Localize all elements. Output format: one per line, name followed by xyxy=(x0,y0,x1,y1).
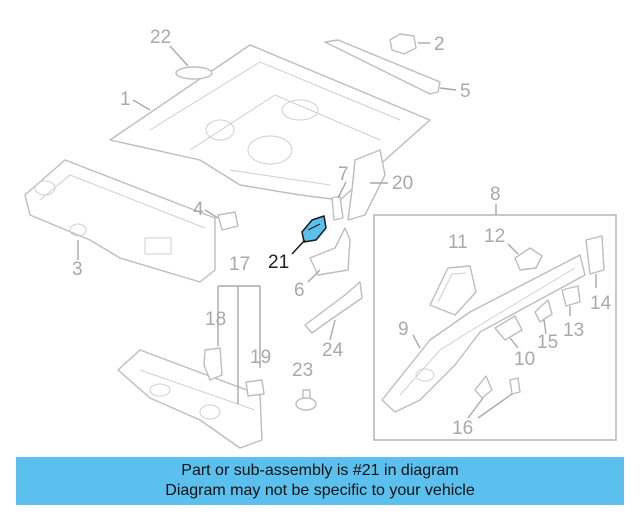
part-8-frame xyxy=(373,214,617,441)
part-4-bracket[interactable] xyxy=(217,211,239,231)
part-17-crossmember[interactable] xyxy=(117,349,263,449)
part-14-plate[interactable] xyxy=(585,235,605,275)
callout-3: 3 xyxy=(72,259,83,280)
callout-22: 22 xyxy=(150,27,171,48)
part-7-bracket[interactable] xyxy=(331,195,344,221)
callout-7: 7 xyxy=(338,164,349,185)
part-22-pad[interactable] xyxy=(175,66,213,80)
part-9-side-member[interactable] xyxy=(381,254,586,413)
part-19-clip[interactable] xyxy=(245,379,265,397)
part-5-crossmember[interactable] xyxy=(324,39,441,95)
callout-23: 23 xyxy=(292,360,313,381)
callout-2: 2 xyxy=(434,34,445,55)
callout-1: 1 xyxy=(120,89,131,110)
callout-17: 17 xyxy=(229,254,250,275)
part-16-bracket[interactable] xyxy=(474,375,521,399)
part-23-grommet[interactable] xyxy=(295,389,317,411)
callout-15: 15 xyxy=(537,332,558,353)
banner-line-2: Diagram may not be specific to your vehi… xyxy=(165,482,475,499)
callout-8: 8 xyxy=(490,184,501,205)
callout-18: 18 xyxy=(205,309,226,330)
callout-4: 4 xyxy=(193,199,204,220)
callout-13: 13 xyxy=(563,320,584,341)
callout-14: 14 xyxy=(590,293,612,314)
callout-19: 19 xyxy=(250,347,271,368)
callout-5: 5 xyxy=(460,81,471,102)
callout-20: 20 xyxy=(392,173,413,194)
callout-10: 10 xyxy=(514,349,535,370)
callout-9: 9 xyxy=(398,319,409,340)
callout-12: 12 xyxy=(484,226,505,247)
part-20-panel[interactable] xyxy=(347,149,386,221)
part-3-rear-panel[interactable] xyxy=(24,159,216,283)
info-banner: Part or sub-assembly is #21 in diagram D… xyxy=(16,457,624,505)
callout-21: 21 xyxy=(268,252,289,273)
part-12-bracket[interactable] xyxy=(514,247,543,271)
callout-16: 16 xyxy=(452,418,473,439)
callout-11: 11 xyxy=(448,232,468,253)
part-24-member[interactable] xyxy=(304,281,363,334)
part-11-panel[interactable] xyxy=(429,265,477,316)
part-21-highlighted[interactable] xyxy=(301,215,327,243)
part-1-rear-floor[interactable] xyxy=(109,44,431,201)
callout-24: 24 xyxy=(322,340,344,361)
banner-line-1: Part or sub-assembly is #21 in diagram xyxy=(181,462,459,479)
part-6-bracket[interactable] xyxy=(309,227,351,276)
part-15-bracket[interactable] xyxy=(534,299,553,323)
part-10-bracket[interactable] xyxy=(494,315,523,341)
callout-6: 6 xyxy=(294,280,305,301)
part-18-bracket[interactable] xyxy=(203,347,223,381)
part-13-bracket[interactable] xyxy=(561,285,581,307)
part-2-bracket[interactable] xyxy=(389,33,417,55)
